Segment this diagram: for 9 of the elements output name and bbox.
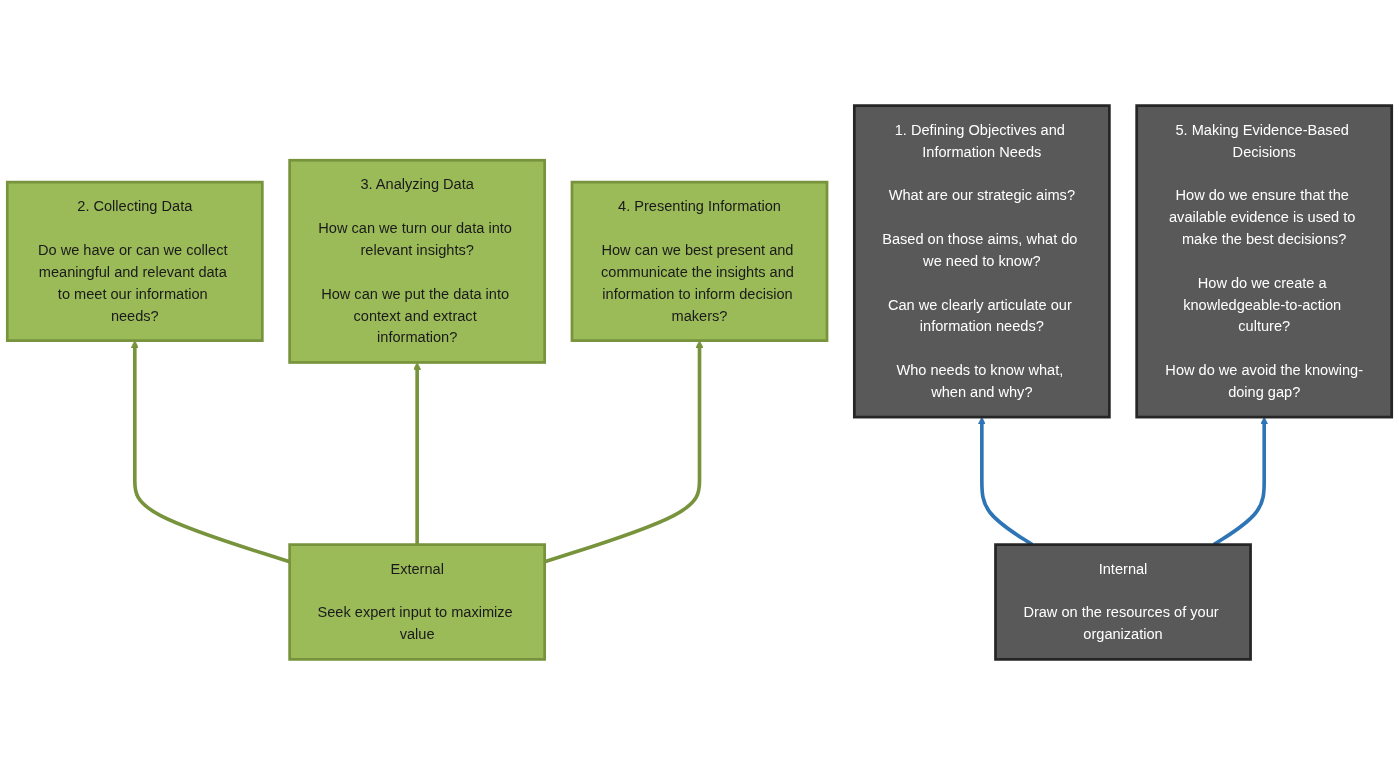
node-box: Internal Draw on the resources of your organization (994, 543, 1252, 661)
node-box: 2. Collecting Data Do we have or can we collect meaningful and relevant data to meet our information needs? (5, 180, 264, 342)
node-box: 5. Making Evidence-Based Decisions How do we ensure that the available evidence is used to make the best decisions? How do we create a knowledgeable-to-action culture? How do we avoid the knowing-doing gap? (1135, 104, 1394, 419)
node-box: 4. Presenting Information How can we best present and communicate the insights and information to inform decision makers? (570, 180, 829, 342)
node-box: External Seek expert input to maximize value (288, 543, 547, 661)
node-box: 3. Analyzing Data How can we turn our data into relevant insights? How can we put the data into context and extract information? (288, 158, 547, 364)
arrow (544, 340, 704, 564)
arrow (413, 362, 422, 545)
node-box: 1. Defining Objectives and Information Needs What are our strategic aims? Based on those aims, what do we need to know? Can we clearly articulate our information needs? Who needs to know what, when and why? (852, 104, 1111, 419)
